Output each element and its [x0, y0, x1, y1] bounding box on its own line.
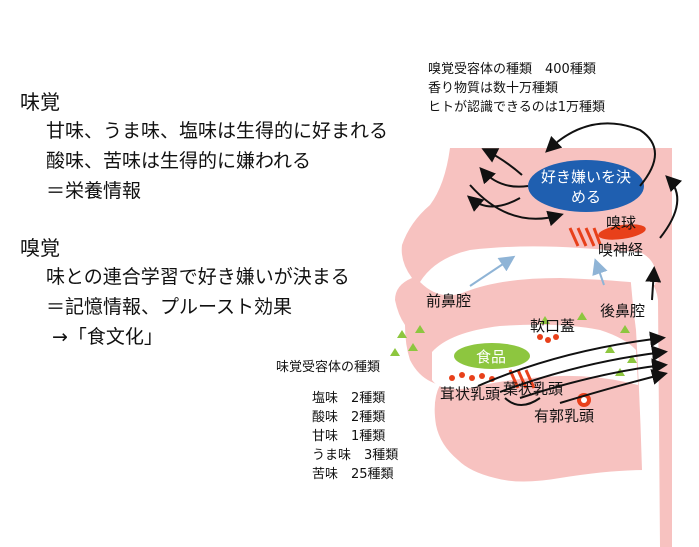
taste-line-2: 酸味、苦味は生得的に嫌われる: [46, 150, 312, 172]
olfactory-info-2: 香り物質は数十万種類: [428, 81, 559, 96]
food-blob: [454, 343, 530, 369]
olfactory-info-3: ヒトが認識できるのは1万種類: [428, 100, 606, 115]
food-label: 食品: [476, 348, 507, 366]
taste-line-1: 甘味、うま味、塩味は生得的に好まれる: [46, 120, 389, 142]
oral-cavity: [432, 324, 638, 389]
fungiform-label: 茸状乳頭: [440, 385, 501, 403]
taste-heading: 味覚: [20, 90, 60, 114]
soft-palate-label: 軟口蓋: [530, 317, 576, 335]
taste-receptor-item: 塩味 2種類: [312, 391, 386, 406]
foliate-label: 葉状乳頭: [503, 380, 564, 398]
olfactory-info-1: 嗅覚受容体の種類 400種類: [428, 62, 596, 77]
brain-bubble-label-1: 好き嫌いを決: [540, 168, 631, 186]
olfactory-nerve-label: 嗅神経: [598, 241, 644, 259]
taste-receptor-item: 苦味 25種類: [312, 467, 394, 482]
smell-line-1: 味との連合学習で好き嫌いが決まる: [46, 266, 350, 288]
brain-bubble: [528, 160, 644, 212]
smell-line-2: ＝記憶情報、プルースト効果: [46, 296, 293, 318]
taste-line-3: ＝栄養情報: [46, 180, 142, 202]
olfactory-bulb: [598, 224, 646, 240]
rear-nasal-label: 後鼻腔: [600, 302, 646, 320]
taste-receptor-item: 酸味 2種類: [312, 410, 386, 425]
olfactory-bulb-label: 嗅球: [606, 214, 637, 232]
taste-receptors-title: 味覚受容体の種類: [276, 360, 381, 375]
smell-line-3: →「食文化」: [52, 326, 163, 348]
soft-palate-dots: [537, 334, 559, 343]
olfactory-nerve-fibers: [568, 227, 602, 247]
smell-heading: 嗅覚: [20, 236, 60, 260]
taste-receptor-item: 甘味 1種類: [312, 429, 386, 444]
front-nasal-label: 前鼻腔: [426, 292, 472, 310]
taste-receptor-item: うま味 3種類: [312, 448, 399, 463]
brain-bubble-label-2: める: [570, 188, 601, 206]
circumvallate-label: 有郭乳頭: [534, 407, 595, 425]
